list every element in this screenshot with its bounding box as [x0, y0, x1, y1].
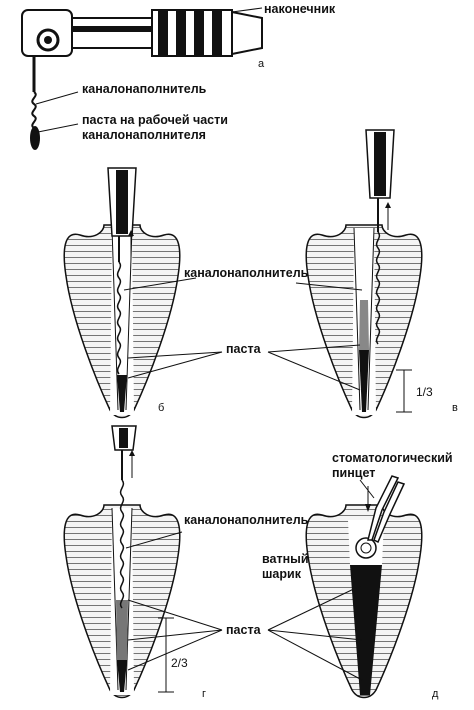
dimension-one-third: 1/3 [416, 385, 433, 399]
tooth-d [305, 475, 423, 699]
label-tweezers-2: пинцет [332, 466, 376, 480]
label-paste-on-part-1: паста на рабочей части [82, 113, 228, 127]
tooth-b [63, 167, 181, 419]
panel-letter-a: а [258, 58, 265, 70]
label-handpiece: наконечник [264, 2, 336, 16]
label-paste-b: паста [226, 342, 261, 356]
label-paste-g: паста [226, 623, 261, 637]
label-tweezers-1: стоматологический [332, 451, 453, 465]
dimension-two-thirds: 2/3 [171, 656, 188, 670]
tooth-g [63, 425, 181, 699]
panel-letter-b: б [158, 402, 165, 414]
label-channel-filler-g: каналонаполнитель [184, 513, 309, 527]
tooth-v [305, 129, 423, 419]
label-cotton-2: шарик [262, 567, 301, 581]
label-channel-filler-a: каналонаполнитель [82, 82, 207, 96]
handpiece-assembly [21, 9, 263, 150]
label-paste-on-part-2: каналонаполнителя [82, 128, 206, 142]
label-cotton-1: ватный [262, 552, 309, 566]
panel-letter-v: в [452, 402, 458, 414]
label-channel-filler-b: каналонаполнитель [184, 266, 309, 280]
panel-letter-g: г [202, 688, 207, 700]
panel-letter-d: д [432, 688, 439, 700]
